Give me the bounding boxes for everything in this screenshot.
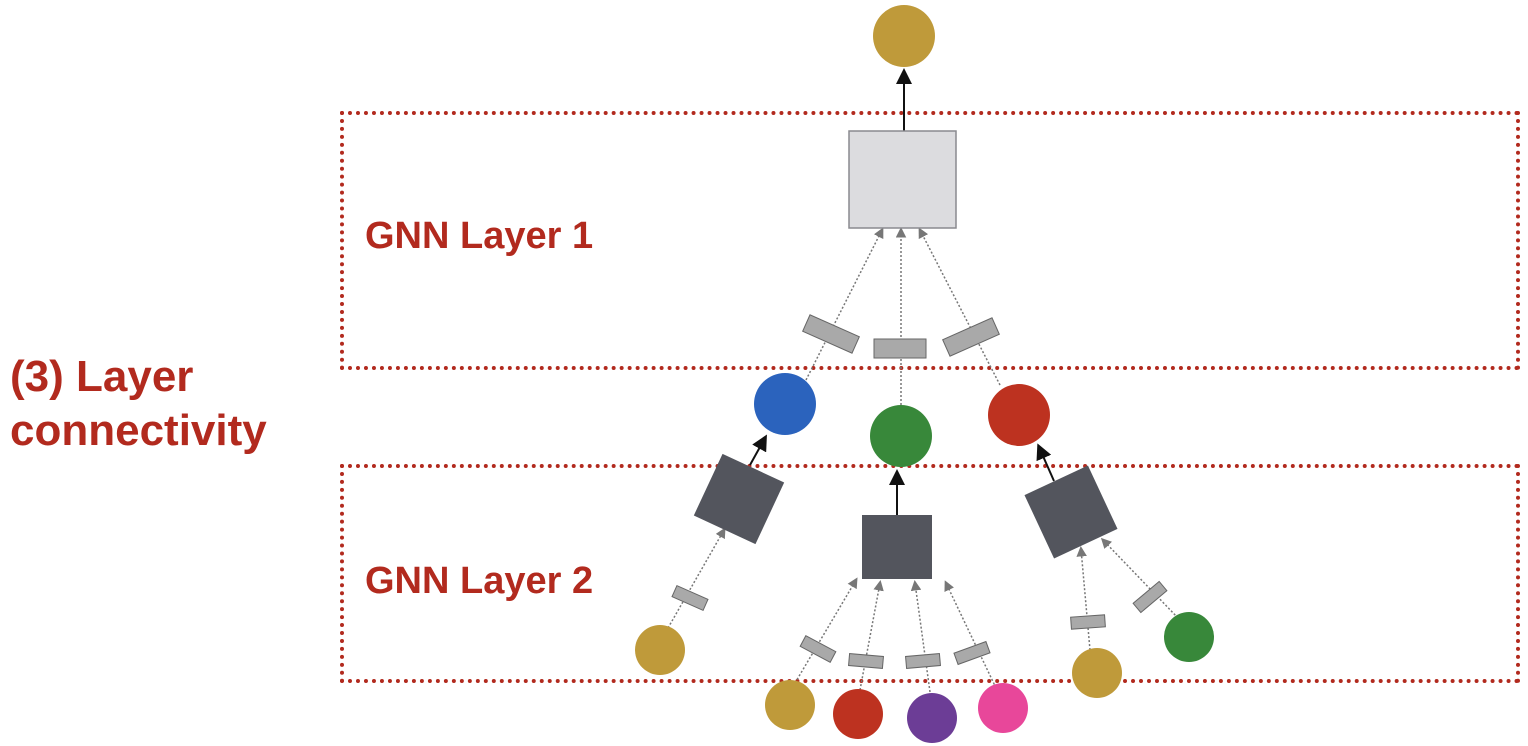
edge-agg2a-to-blue — [749, 434, 767, 466]
message-box — [848, 652, 884, 670]
edge-purple-to-agg2b — [910, 580, 931, 693]
edge-gold3-to-agg2c — [1076, 546, 1091, 651]
message-box — [1070, 614, 1106, 630]
aggregator-layer1 — [848, 130, 957, 229]
gnn-layer-1-box — [340, 111, 1520, 370]
gnn-layer-2-label: GNN Layer 2 — [365, 560, 594, 602]
aggregator-layer2-right — [1024, 465, 1118, 559]
edge-red2-to-agg2b — [859, 580, 884, 691]
node-red-bottom — [833, 689, 883, 739]
target-node — [873, 5, 935, 67]
message-box — [802, 314, 860, 354]
message-box — [1132, 580, 1168, 614]
edge-gold1-to-agg2a — [667, 527, 726, 629]
diagram-title-line2: connectivity — [10, 406, 267, 455]
edge-gold2-to-agg2b — [794, 577, 858, 684]
aggregator-layer2-left — [693, 453, 785, 545]
node-green-right — [1164, 612, 1214, 662]
message-box — [873, 338, 927, 359]
message-box — [905, 652, 941, 670]
aggregator-layer2-middle — [862, 515, 932, 579]
diagram-title: (3) Layer connectivity — [10, 350, 267, 458]
message-box — [671, 584, 709, 612]
node-red — [988, 384, 1050, 446]
node-purple-bottom — [907, 693, 957, 743]
node-blue — [754, 373, 816, 435]
message-box — [799, 635, 837, 663]
edge-agg2c-to-red — [1036, 443, 1055, 482]
edge-pink-to-agg2b — [944, 580, 997, 689]
node-pink-bottom — [978, 683, 1028, 733]
gnn-layer-2-box — [340, 464, 1520, 683]
node-gold-left — [635, 625, 685, 675]
node-gold-bottom — [765, 680, 815, 730]
diagram-title-line1: (3) Layer — [10, 352, 194, 401]
gnn-layer-1-label: GNN Layer 1 — [365, 215, 594, 257]
message-box — [942, 317, 1000, 357]
edge-blue-to-agg1 — [805, 227, 884, 381]
node-green — [870, 405, 932, 467]
message-box — [953, 640, 991, 666]
node-gold-right — [1072, 648, 1122, 698]
edge-red-to-agg1 — [918, 227, 1001, 386]
